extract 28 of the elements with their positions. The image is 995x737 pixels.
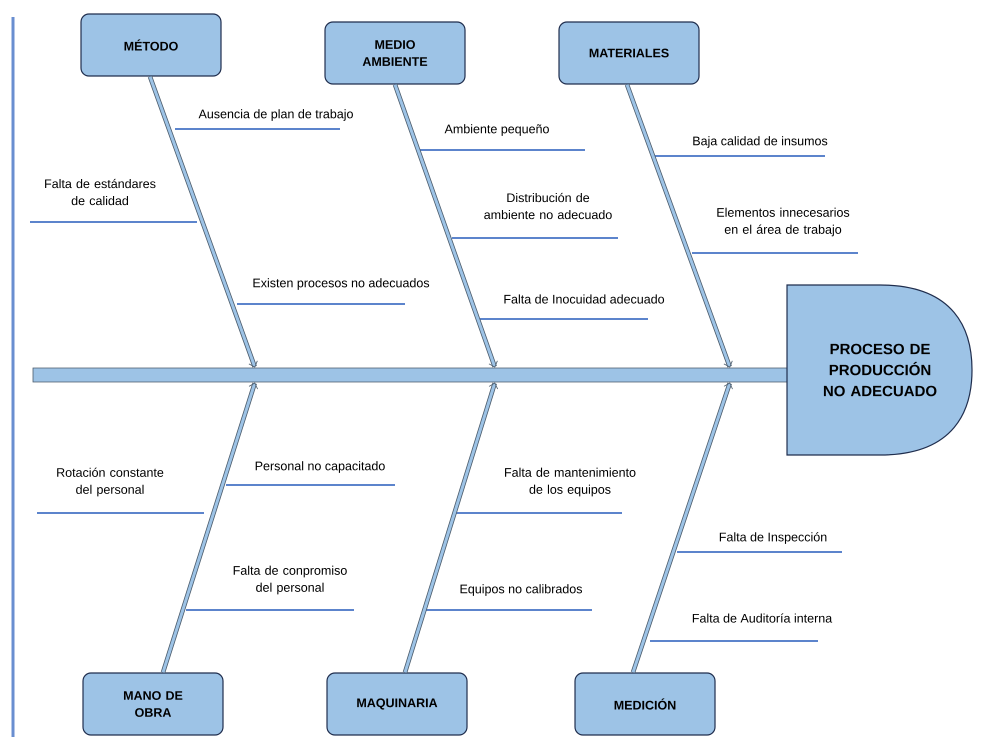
cause-label: Elementos innecesarios en el área de trabajo (717, 208, 850, 236)
bone-arrow (402, 382, 498, 674)
cause-label: Falta de Inocuidad adecuado (504, 294, 664, 304)
cause-label: Falta de mantenimiento de los equipos (505, 468, 636, 496)
bone-arrow (148, 76, 258, 368)
bone-arrow (624, 84, 733, 368)
category-box: MÉTODO (80, 13, 222, 77)
bone-arrow (630, 382, 733, 674)
category-box: MAQUINARIA (326, 672, 468, 736)
bone-arrow (392, 84, 498, 368)
cause-label: Ausencia de plan de trabajo (198, 109, 353, 121)
cause-label: Existen procesos no adecuados (253, 278, 430, 290)
cause-label: Distribución de ambiente no adecuado (484, 192, 612, 220)
cause-label: Falta de Auditoría interna (692, 613, 832, 623)
cause-label: Falta de conpromiso del personal (234, 566, 347, 594)
cause-label: Equipos no calibrados (460, 584, 582, 596)
bone-arrow (160, 382, 258, 674)
category-box: MEDICIÓN (574, 672, 716, 736)
cause-label: Ambiente pequeño (444, 124, 549, 136)
cause-label: Personal no capacitado (256, 461, 385, 473)
cause-label: Rotación constante del personal (57, 468, 164, 496)
effect-head: PROCESO DE PRODUCCIÓN NO ADECUADO (786, 284, 973, 456)
cause-label: Falta de Inspección (720, 532, 826, 544)
category-box: MEDIO AMBIENTE (324, 21, 466, 85)
cause-label: Baja calidad de insumos (693, 136, 828, 148)
category-box: MATERIALES (558, 21, 700, 85)
cause-label: Falta de estándares de calidad (45, 178, 156, 206)
category-box: MANO DE OBRA (82, 672, 224, 736)
